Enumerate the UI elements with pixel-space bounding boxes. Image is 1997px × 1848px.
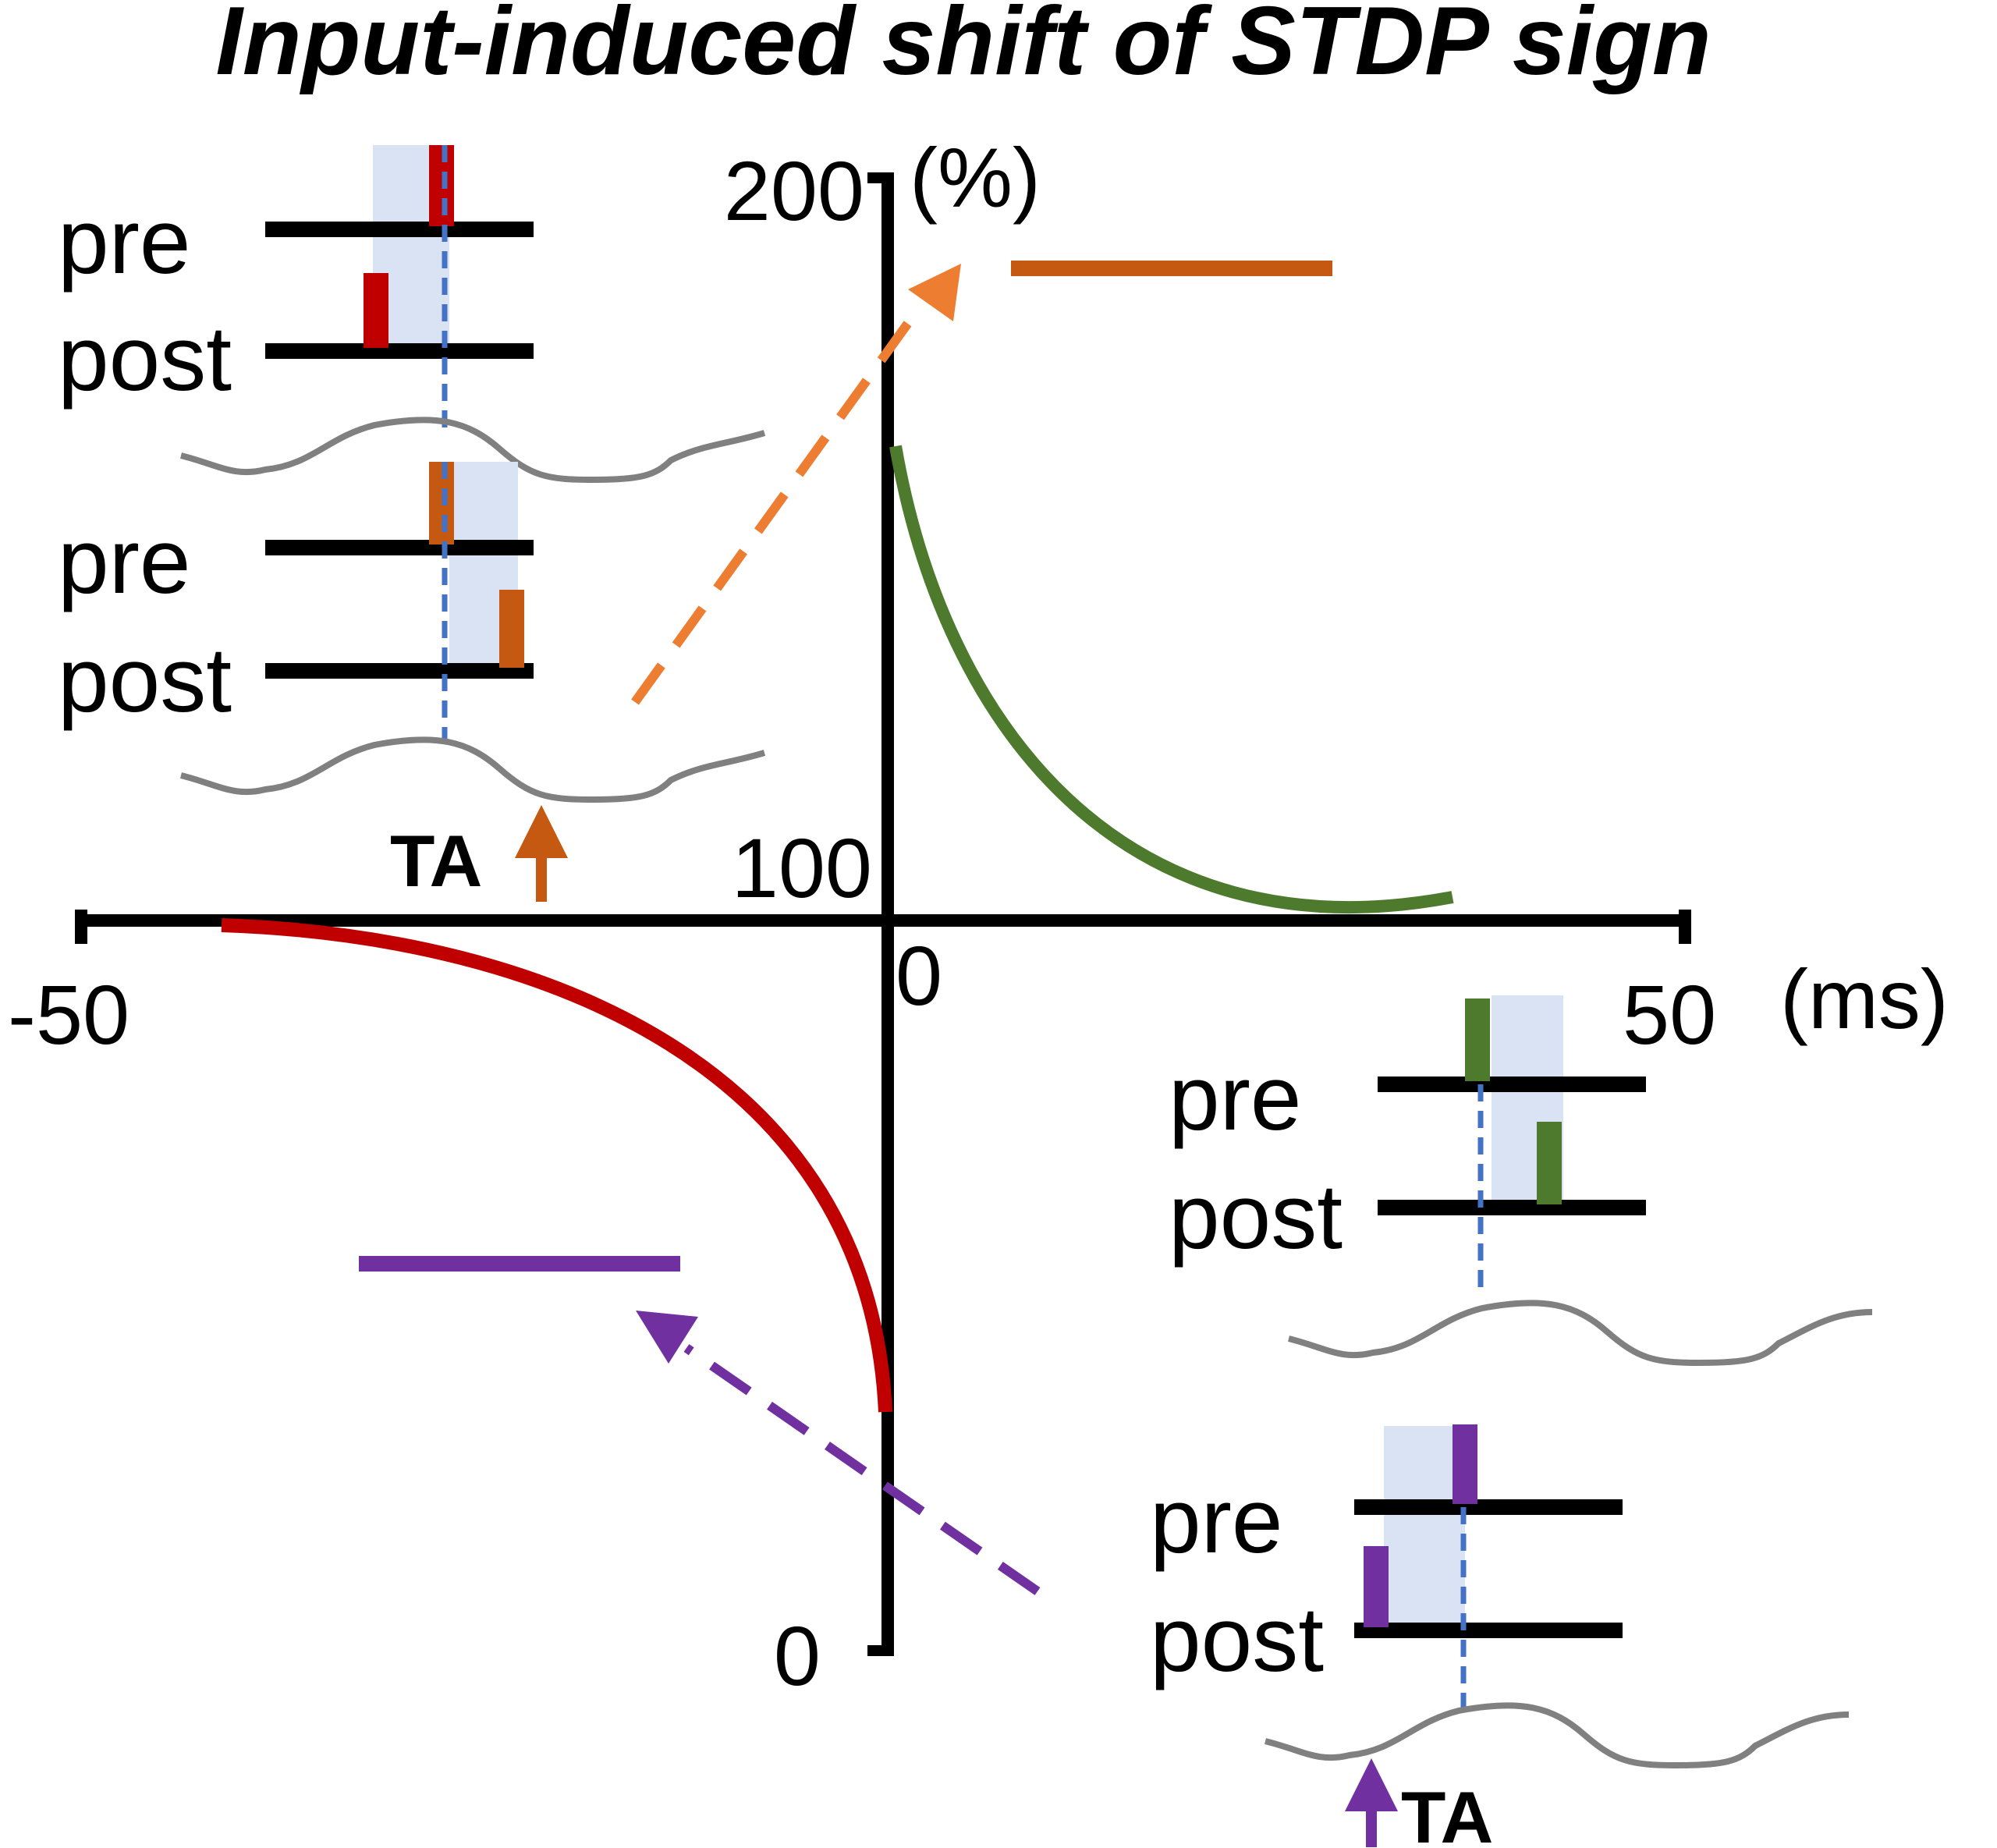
inset-orange-ta-label: TA [390, 820, 482, 902]
inset-purple-post-label: post [1150, 1588, 1324, 1691]
inset-orange-pre-spike [429, 462, 454, 544]
inset-red-post-spike [364, 273, 388, 348]
inset-orange-pre-label: pre [58, 510, 191, 613]
inset-red-post-label: post [58, 307, 232, 410]
inset-orange-post-label: post [58, 629, 232, 732]
x-tick-label-50: 50 [1623, 967, 1716, 1062]
inset-green-post-label: post [1169, 1165, 1343, 1268]
inset-purple-window [1384, 1426, 1465, 1633]
inset-red-oscillation [180, 417, 766, 484]
x-tick-label-0: 0 [896, 928, 942, 1023]
inset-red-pre-spike [429, 145, 454, 226]
y-axis-unit: (%) [910, 130, 1041, 225]
figure-title: Input-induced shift of STDP sign [215, 0, 1711, 95]
inset-red-pre-label: pre [58, 190, 191, 293]
inset-green-oscillation [1288, 1300, 1873, 1367]
inset-orange: pre post TA [58, 462, 766, 902]
inset-purple-pre-label: pre [1150, 1470, 1283, 1573]
inset-green-post-spike [1537, 1122, 1562, 1204]
inset-green-pre-spike [1465, 998, 1490, 1081]
inset-purple-ta-arrow-head [1345, 1758, 1398, 1811]
y-tick-label-0: 0 [774, 1609, 821, 1703]
inset-purple-oscillation [1265, 1702, 1850, 1769]
inset-orange-post-spike [499, 590, 524, 668]
inset-purple-pre-spike [1453, 1424, 1477, 1504]
inset-red: pre post [58, 145, 766, 484]
y-tick-label-100: 100 [732, 821, 872, 915]
y-tick-label-200: 200 [724, 144, 864, 238]
inset-purple-ta-label: TA [1401, 1776, 1493, 1848]
ltp-curve [889, 445, 1454, 914]
shift-arrow-ltp-line [631, 303, 924, 705]
x-axis-unit: (ms) [1780, 952, 1949, 1046]
inset-green-pre-label: pre [1169, 1047, 1302, 1150]
shift-arrow-ltd-line [683, 1344, 1041, 1595]
x-tick-label-minus50: -50 [8, 967, 129, 1062]
inset-green: pre post [1169, 995, 1873, 1367]
inset-purple: pre post TA [1150, 1424, 1850, 1848]
axes: 200 (%) 100 0 -50 0 50 (ms) [8, 130, 1949, 1703]
inset-orange-ta-arrow-head [515, 805, 568, 858]
shift-arrow-ltd-head [636, 1311, 698, 1364]
shift-arrow-ltp-head [908, 264, 961, 321]
ltd-curve [221, 918, 892, 1413]
inset-orange-oscillation [180, 736, 766, 803]
inset-purple-post-spike [1364, 1546, 1389, 1627]
